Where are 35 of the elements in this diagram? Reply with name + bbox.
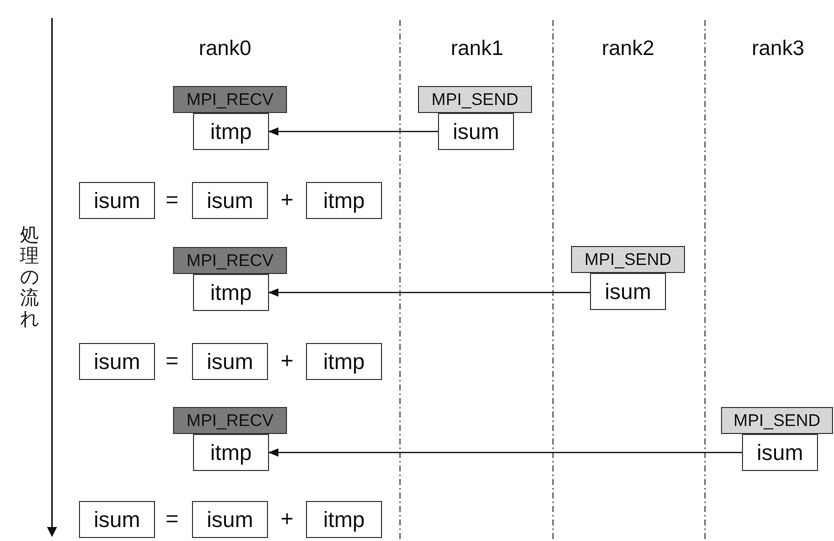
variable-box: isum: [79, 343, 155, 380]
variable-box: isum: [590, 273, 666, 310]
operator: +: [280, 189, 294, 211]
variable-box: isum: [192, 501, 268, 538]
arrow: [268, 448, 742, 457]
variable-box: isum: [79, 501, 155, 538]
variable-box: isum: [192, 343, 268, 380]
variable-box: isum: [192, 182, 268, 219]
column-heading: rank2: [602, 38, 654, 58]
variable-box: isum: [438, 113, 514, 150]
column-heading: rank3: [752, 38, 804, 58]
variable-box: itmp: [306, 501, 382, 538]
column-heading: rank0: [198, 38, 252, 58]
variable-box: itmp: [193, 434, 269, 471]
variable-box: isum: [79, 182, 155, 219]
receive-tag: MPI_RECV: [173, 86, 287, 113]
variable-box: itmp: [306, 343, 382, 380]
receive-tag: MPI_RECV: [173, 247, 287, 274]
operator: +: [280, 508, 294, 530]
send-tag: MPI_SEND: [571, 246, 685, 273]
variable-box: isum: [742, 434, 818, 471]
variable-box: itmp: [193, 274, 269, 311]
operator: =: [166, 189, 178, 211]
arrow: [268, 288, 590, 297]
operator: =: [166, 508, 178, 530]
send-tag: MPI_SEND: [721, 407, 833, 434]
flow-axis-label: 処理の流れ: [20, 225, 39, 330]
arrow: [268, 127, 438, 136]
variable-box: itmp: [193, 113, 269, 150]
receive-tag: MPI_RECV: [173, 407, 287, 434]
variable-box: itmp: [306, 182, 382, 219]
operator: +: [280, 350, 294, 372]
send-tag: MPI_SEND: [418, 86, 532, 113]
column-heading: rank1: [450, 38, 504, 58]
operator: =: [166, 350, 178, 372]
